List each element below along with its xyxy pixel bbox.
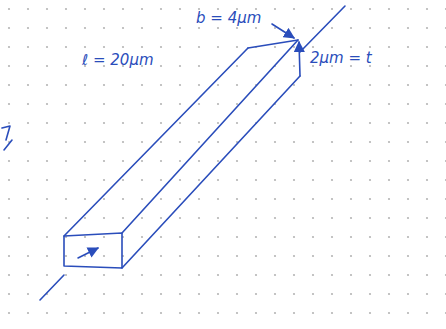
length-dimension: ℓ = 20μm bbox=[82, 52, 154, 69]
beam-edge bbox=[64, 48, 248, 236]
scribble bbox=[4, 140, 12, 150]
force-arrow bbox=[78, 248, 98, 258]
beam-edge bbox=[122, 76, 300, 268]
beam-edge bbox=[122, 40, 298, 233]
leader-line bbox=[272, 24, 294, 38]
beam-end-face bbox=[64, 233, 122, 268]
width-dimension: b = 4μm bbox=[196, 10, 261, 27]
axis-line bbox=[40, 275, 64, 300]
beam-far-edge bbox=[248, 40, 298, 48]
thickness-dimension: 2μm = t bbox=[310, 50, 372, 67]
thickness-arrow bbox=[299, 42, 300, 76]
axis-line bbox=[300, 6, 345, 52]
scribble bbox=[2, 126, 10, 140]
